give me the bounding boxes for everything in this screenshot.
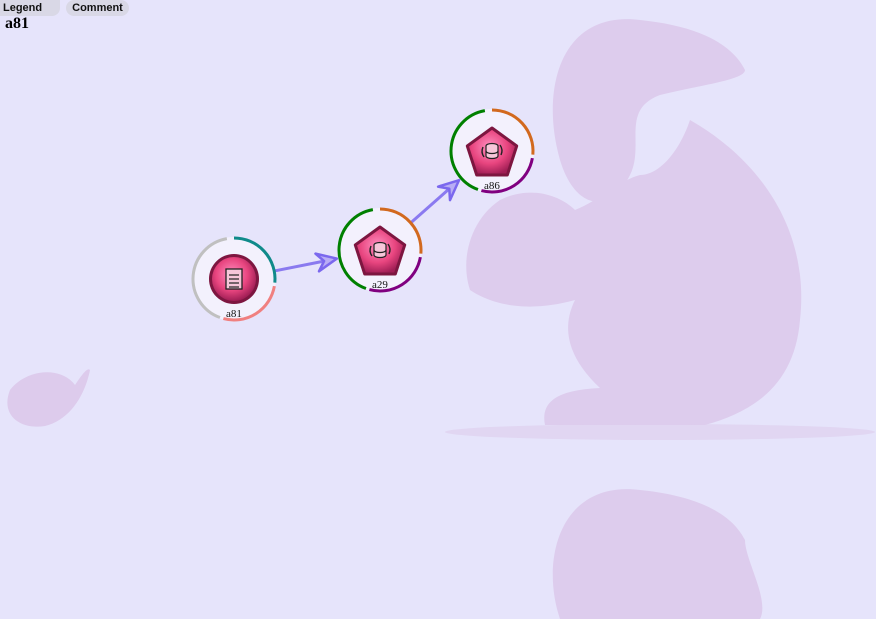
ring-segment (223, 285, 276, 322)
ring-segment (191, 237, 228, 319)
node-label: a81 (226, 308, 242, 320)
watermark-acorn (7, 369, 90, 427)
watermark-squirrel (445, 19, 875, 619)
ring-segment (369, 256, 422, 293)
node-a81[interactable]: a81 (191, 236, 277, 322)
toolbar: Legend Comment (0, 0, 129, 16)
node-label: a86 (484, 180, 500, 192)
node-a86[interactable]: a86 (449, 108, 535, 194)
arrow-head-icon (314, 252, 339, 273)
document-icon (225, 268, 243, 290)
ring-segment (337, 208, 374, 290)
ring-segment (449, 109, 486, 191)
ring-segment (233, 236, 277, 283)
comment-button[interactable]: Comment (66, 0, 129, 16)
database-sync-icon (369, 241, 391, 259)
ring-segment (481, 157, 534, 194)
legend-button[interactable]: Legend (0, 0, 61, 16)
node-label: a29 (372, 279, 388, 291)
database-sync-icon (481, 142, 503, 160)
page-title: a81 (5, 15, 29, 32)
ring-segment (491, 108, 535, 155)
ring-segment (379, 207, 423, 254)
arrow-head-icon (436, 178, 461, 202)
node-a29[interactable]: a29 (337, 207, 423, 293)
